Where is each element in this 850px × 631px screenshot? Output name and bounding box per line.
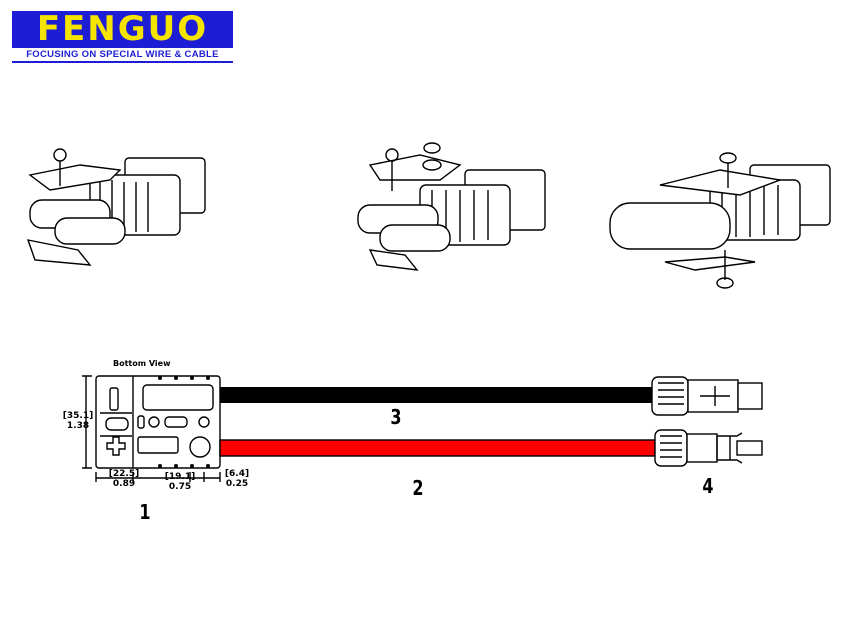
logo-background [12,11,233,48]
terminal-connector-black [651,376,763,416]
connector-illustration-1 [26,148,206,266]
terminal-connector-red [654,429,763,467]
logo-tagline: FOCUSING ON SPECIAL WIRE & CABLE [12,49,233,63]
dimension-in: 0.75 [168,482,192,492]
dimension-width-b: [19.1]0.75 [160,472,200,492]
dimension-mm: [35.1] [62,411,94,421]
dimension-in: 0.25 [225,479,249,489]
dimension-mm: [19.1] [164,472,196,482]
dimension-in: 1.38 [66,421,90,431]
black-wire [220,387,652,403]
view-label: Bottom View [113,359,171,368]
dimension-in: 0.89 [112,479,136,489]
connector-illustration-2 [357,142,546,271]
callout-3: 3 [390,405,402,429]
red-wire [219,439,656,457]
connector-illustration-3 [609,152,831,289]
dimension-height: [35.1]1.38 [60,411,96,431]
callout-4: 4 [702,474,714,498]
brand-logo: FENGUO FOCUSING ON SPECIAL WIRE & CABLE [12,9,233,63]
dimension-mm: [6.4] [224,469,250,479]
logo-name: FENGUO [36,9,209,49]
dimension-width-c: [6.4]0.25 [220,469,254,489]
housing-bottom-view [82,375,221,482]
callout-1: 1 [139,500,151,524]
callout-2: 2 [412,476,424,500]
dimension-width-a: [22.5]0.89 [104,469,144,489]
dimension-mm: [22.5] [108,469,140,479]
